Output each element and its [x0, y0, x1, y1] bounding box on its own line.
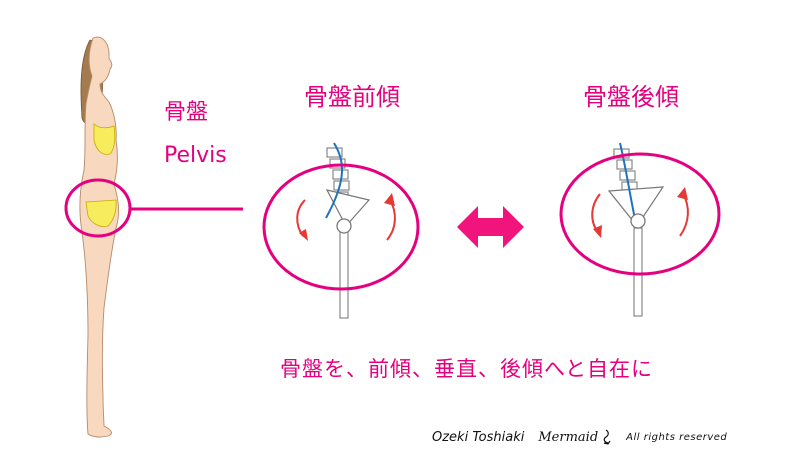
femur	[339, 229, 349, 319]
brand-logo: Mermaid	[538, 429, 612, 445]
anterior-tilt-schematic	[262, 142, 420, 319]
author-credit: Ozeki Toshiaki	[432, 429, 525, 445]
posterior-tilt-title: 骨盤後傾	[583, 83, 679, 111]
pelvis-bone	[325, 189, 371, 228]
curved-arrow-icon	[296, 199, 308, 241]
pelvis-label-japanese: 骨盤	[164, 100, 209, 125]
spine-curve	[325, 142, 343, 219]
curved-arrow-icon	[591, 193, 602, 238]
anterior-tilt-circle	[262, 163, 420, 291]
brand-name: Mermaid	[538, 429, 599, 445]
caption-text: 骨盤を、前傾、垂直、後傾へと自在に	[280, 357, 653, 381]
bikini-bottom	[85, 199, 117, 227]
mermaid-logo-icon	[603, 429, 611, 445]
pelvis-bone	[607, 186, 665, 228]
posterior-tilt-schematic	[559, 142, 721, 317]
hip-joint	[336, 218, 352, 234]
posterior-tilt-circle	[559, 152, 721, 276]
anterior-tilt-title: 骨盤前傾	[304, 83, 400, 111]
hip-joint	[630, 213, 646, 229]
double-headed-arrow-icon	[457, 206, 524, 248]
copyright-notice: All rights reserved	[626, 431, 728, 443]
credits-bar: Ozeki Toshiaki Mermaid All rights reserv…	[432, 426, 727, 448]
curved-arrow-icon	[384, 193, 396, 241]
bikini-top	[93, 123, 116, 155]
pelvis-label-english: Pelvis	[164, 143, 227, 168]
femur	[633, 227, 643, 317]
curved-arrow-icon	[677, 187, 689, 237]
